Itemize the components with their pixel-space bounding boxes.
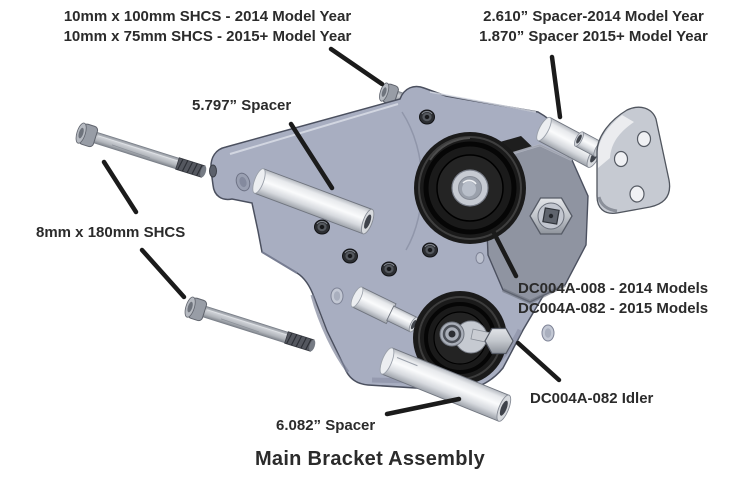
- leader-top-right: [549, 54, 563, 120]
- label-10mm-shcs: 10mm x 100mm SHCS - 2014 Model Year 10mm…: [55, 7, 360, 47]
- face-screw: [381, 261, 397, 277]
- face-screw: [342, 248, 358, 264]
- counterbore: [209, 164, 217, 178]
- bracket-hole: [235, 172, 251, 192]
- label-dc004a-models: DC004A-008 - 2014 Models DC004A-082 - 20…: [518, 279, 708, 319]
- label-top-right-spacer: 2.610” Spacer-2014 Model Year 1.870” Spa…: [447, 7, 740, 47]
- triangle-plate: [596, 106, 671, 214]
- label-spacer-6082: 6.082” Spacer: [276, 417, 376, 434]
- leader-5797: [288, 121, 335, 191]
- label-spacer-5797: 5.797” Spacer: [192, 97, 292, 114]
- bracket-hole: [330, 287, 344, 305]
- leader-idler: [515, 340, 562, 383]
- stepped-spacer: [350, 286, 419, 333]
- face-screw: [419, 109, 435, 125]
- bolt-8x180-upper: [73, 121, 210, 183]
- idler-hex-bolt: [484, 327, 514, 355]
- spacer-6082: [379, 347, 512, 422]
- label-line: DC004A-008 - 2014 Models: [518, 280, 709, 297]
- lower-idler-pulley: [413, 291, 514, 385]
- label-line: 10mm x 100mm SHCS - 2014 Model Year: [63, 8, 352, 25]
- plate-hole: [613, 150, 629, 168]
- label-idler: DC004A-082 Idler: [530, 390, 654, 407]
- label-line: 2.610” Spacer-2014 Model Year: [483, 8, 704, 25]
- label-line: DC004A-082 - 2015 Models: [518, 300, 709, 317]
- bracket-hole: [541, 324, 555, 342]
- leader-top-left: [328, 46, 385, 87]
- label-shcs-8mm: 8mm x 180mm SHCS: [36, 224, 186, 241]
- label-line: 10mm x 75mm SHCS - 2015+ Model Year: [63, 28, 352, 45]
- leader-8mm-upper: [101, 159, 139, 215]
- face-screw: [422, 242, 438, 258]
- plate-hole: [636, 130, 652, 148]
- small-spacer: [574, 131, 604, 157]
- bracket-hole: [475, 252, 485, 264]
- spacer-5797: [252, 168, 375, 235]
- upper-idler-pulley: [414, 132, 526, 244]
- leader-8mm-lower: [139, 247, 187, 300]
- label-line: 1.870” Spacer 2015+ Model Year: [479, 28, 708, 45]
- diagram-caption: Main Bracket Assembly: [254, 448, 486, 470]
- leader-lines: [101, 46, 563, 417]
- face-screw: [314, 219, 330, 235]
- leader-6082: [384, 396, 462, 417]
- bolt-8x180-lower: [182, 295, 319, 357]
- leader-dc004a: [490, 228, 519, 279]
- plate-hole: [629, 185, 645, 203]
